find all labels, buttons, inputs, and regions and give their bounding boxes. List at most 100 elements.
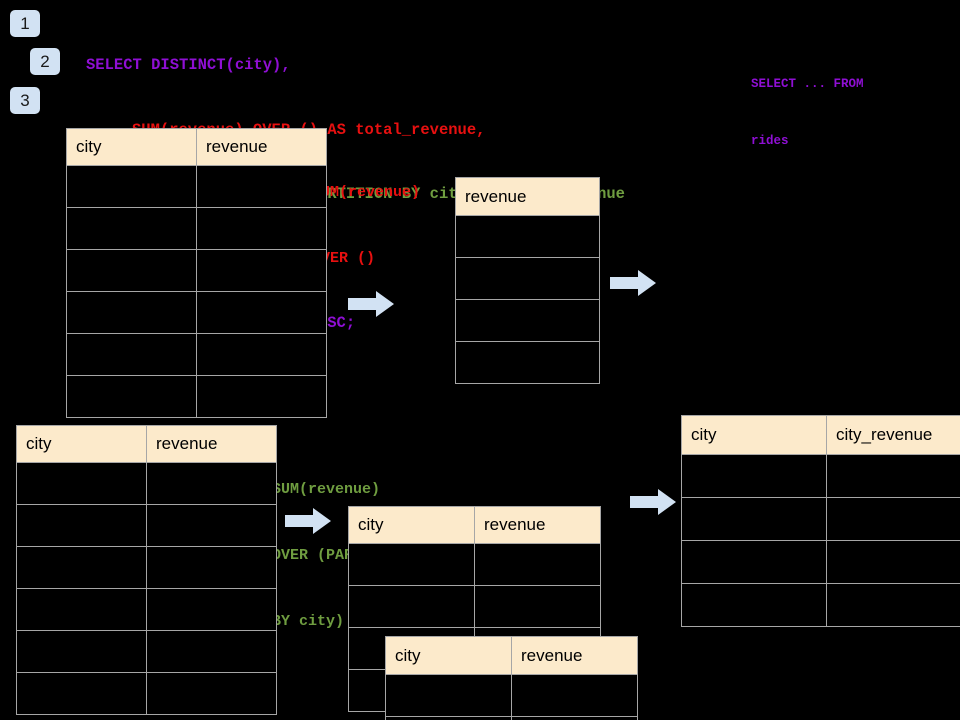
table-cell: [681, 454, 827, 498]
table-row: [681, 583, 960, 627]
table-header-row: city revenue: [16, 425, 277, 463]
table-row: [16, 462, 277, 505]
table-cell: [826, 497, 960, 541]
table-cell: [385, 716, 512, 720]
flow-arrow-2: [610, 270, 656, 296]
table-cell: [681, 583, 827, 627]
table-row: [681, 497, 960, 541]
table-row: [385, 716, 638, 720]
table-cell: [16, 588, 147, 631]
column-header-revenue: revenue: [474, 506, 601, 544]
table-rides-top: city revenue: [66, 128, 327, 418]
table-row: [66, 249, 327, 292]
annotation-total-revenue-line-2: OVER (): [312, 250, 376, 267]
table-rides-bottom: city revenue: [16, 425, 277, 715]
column-header-revenue: revenue: [146, 425, 277, 463]
table-cell: [681, 540, 827, 584]
table-row: [16, 630, 277, 673]
table-cell: [348, 543, 475, 586]
flow-arrow-4: [630, 489, 676, 515]
table-row: [16, 672, 277, 715]
table-row: [66, 207, 327, 250]
column-header-city: city: [16, 425, 147, 463]
column-header-city: city: [385, 636, 512, 675]
table-row: [66, 291, 327, 334]
column-header-city: city: [348, 506, 475, 544]
table-total-revenue: revenue: [455, 177, 600, 384]
table-cell: [826, 583, 960, 627]
table-cell: [66, 375, 197, 418]
table-row: [455, 341, 600, 384]
column-header-revenue: revenue: [196, 128, 327, 166]
table-row: [455, 257, 600, 300]
step-badge-1: 1: [10, 10, 40, 37]
table-row: [16, 546, 277, 589]
table-header-row: city revenue: [385, 636, 638, 675]
table-row: [385, 674, 638, 717]
table-cell: [196, 333, 327, 376]
table-cell: [196, 165, 327, 208]
table-cell: [455, 299, 600, 342]
step-badge-3: 3: [10, 87, 40, 114]
table-cell: [16, 672, 147, 715]
table-cell: [66, 207, 197, 250]
table-row: [66, 165, 327, 208]
table-cell: [455, 257, 600, 300]
table-cell: [196, 375, 327, 418]
column-header-revenue: revenue: [455, 177, 600, 216]
table-cell: [681, 497, 827, 541]
table-cell: [146, 546, 277, 589]
table-row: [16, 504, 277, 547]
table-cell: [474, 585, 601, 628]
table-cell: [66, 333, 197, 376]
step-badge-2: 2: [30, 48, 60, 75]
table-cell: [196, 291, 327, 334]
annotation-from-rides: SELECT ... FROM rides: [751, 37, 864, 189]
flow-arrow-3: [285, 508, 331, 534]
table-cell: [511, 716, 638, 720]
sql-line-select: SELECT DISTINCT(city),: [86, 56, 291, 74]
table-result: city city_revenue: [681, 415, 960, 627]
table-cell: [826, 454, 960, 498]
table-cell: [66, 165, 197, 208]
table-row: [16, 588, 277, 631]
table-cell: [16, 504, 147, 547]
flow-arrow-1: [348, 291, 394, 317]
table-row: [348, 543, 601, 586]
table-cell: [16, 546, 147, 589]
table-row: [66, 333, 327, 376]
table-cell: [66, 291, 197, 334]
table-cell: [196, 249, 327, 292]
table-cell: [66, 249, 197, 292]
annotation-from-rides-line-2: rides: [751, 134, 789, 148]
table-cell: [146, 504, 277, 547]
column-header-revenue: revenue: [511, 636, 638, 675]
annotation-from-rides-line-1: SELECT ... FROM: [751, 77, 864, 91]
table-cell: [474, 543, 601, 586]
table-partition-front: city revenue: [385, 636, 638, 720]
table-row: [681, 454, 960, 498]
column-header-city-revenue: city_revenue: [826, 415, 960, 455]
table-row: [455, 299, 600, 342]
annotation-city-revenue-line-1: SUM(revenue): [272, 481, 381, 498]
table-cell: [196, 207, 327, 250]
column-header-city: city: [66, 128, 197, 166]
table-header-row: city revenue: [66, 128, 327, 166]
table-cell: [146, 462, 277, 505]
table-row: [681, 540, 960, 584]
table-row: [455, 215, 600, 258]
table-header-row: city revenue: [348, 506, 601, 544]
table-cell: [348, 585, 475, 628]
annotation-total-revenue-line-1: SUM(revenue): [312, 184, 421, 201]
table-cell: [16, 462, 147, 505]
table-cell: [826, 540, 960, 584]
table-cell: [511, 674, 638, 717]
table-cell: [455, 215, 600, 258]
column-header-city: city: [681, 415, 827, 455]
table-cell: [146, 630, 277, 673]
table-cell: [146, 588, 277, 631]
table-cell: [385, 674, 512, 717]
table-row: [66, 375, 327, 418]
table-header-row: revenue: [455, 177, 600, 216]
